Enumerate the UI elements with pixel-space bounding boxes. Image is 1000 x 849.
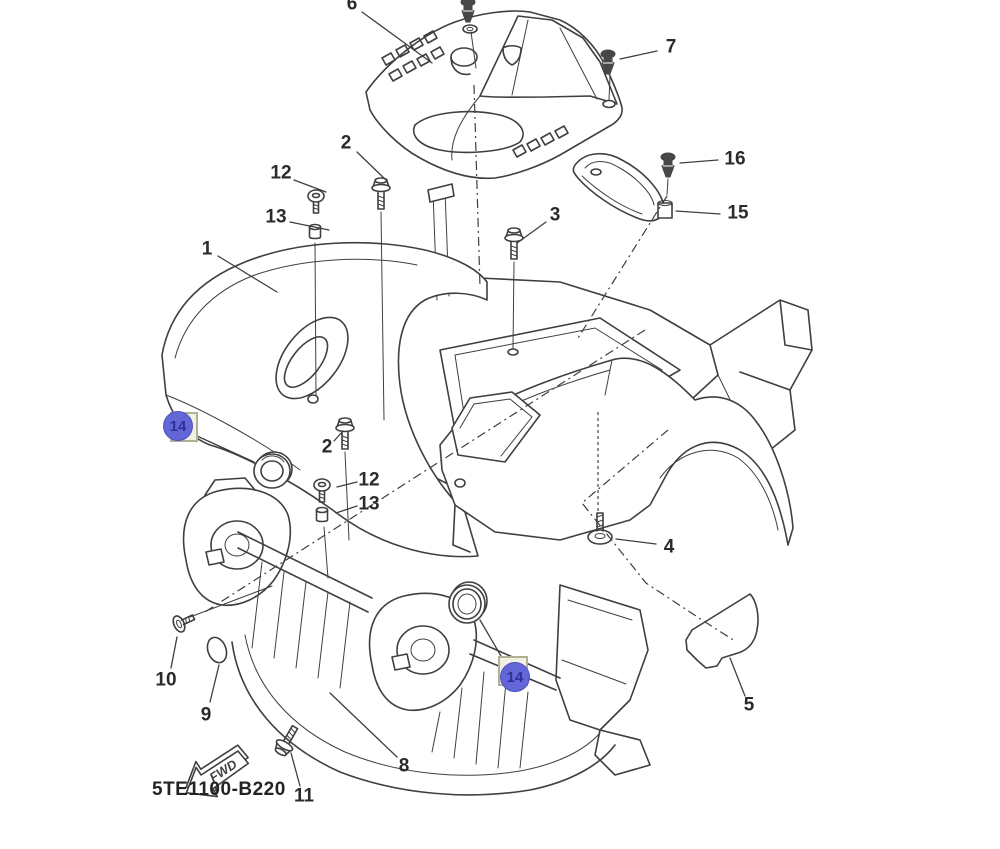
left-headlight-pod	[182, 487, 292, 607]
headlight-ring-left	[253, 451, 293, 489]
bolt-11	[270, 721, 304, 760]
callout-2[interactable]: 2	[321, 436, 333, 458]
screw-4	[587, 512, 613, 545]
screw-10	[172, 614, 196, 633]
mud-flap-part	[685, 593, 759, 669]
highlighted-callout-14[interactable]: 14	[500, 662, 530, 692]
part-code: 5TE1100-B220	[152, 779, 286, 800]
cover-recess	[413, 110, 524, 154]
grommet-9	[206, 636, 228, 664]
callout-4[interactable]: 4	[663, 536, 675, 558]
emblem-icon	[502, 44, 522, 66]
rivet-16	[660, 152, 676, 178]
screw-12	[307, 189, 325, 214]
headlight-ring-right	[448, 581, 488, 624]
callout-11[interactable]: 11	[293, 785, 315, 807]
callout-6[interactable]: 6	[346, 0, 358, 15]
callout-12[interactable]: 12	[358, 469, 380, 491]
highlighted-callout-14[interactable]: 14	[163, 411, 193, 441]
callout-9[interactable]: 9	[200, 704, 212, 726]
axis-lines	[189, 31, 736, 642]
callout-8[interactable]: 8	[398, 755, 410, 777]
trim-clip	[657, 202, 673, 219]
carrier-trim-part	[572, 152, 673, 222]
grille-slats	[251, 561, 529, 769]
callout-5[interactable]: 5	[743, 694, 755, 716]
callout-2[interactable]: 2	[340, 132, 352, 154]
bolt-2	[371, 177, 391, 210]
top-cover-part	[365, 10, 623, 180]
fender-headlight-opening	[451, 391, 541, 463]
callout-13[interactable]: 13	[358, 493, 380, 515]
bolt-3	[504, 227, 524, 260]
cover-raised-flap	[479, 15, 618, 105]
bushing-13b	[315, 506, 329, 523]
callout-10[interactable]: 10	[155, 669, 177, 691]
callout-7[interactable]: 7	[665, 36, 677, 58]
grille-assembly-part	[182, 477, 651, 796]
callout-1[interactable]: 1	[201, 238, 213, 260]
callout-3[interactable]: 3	[549, 204, 561, 226]
callout-13[interactable]: 13	[265, 206, 287, 228]
callout-16[interactable]: 16	[724, 148, 746, 170]
callout-12[interactable]: 12	[270, 162, 292, 184]
callout-15[interactable]: 15	[727, 202, 749, 224]
cover-vent-slats	[381, 30, 569, 158]
leader-lines	[170, 11, 746, 787]
